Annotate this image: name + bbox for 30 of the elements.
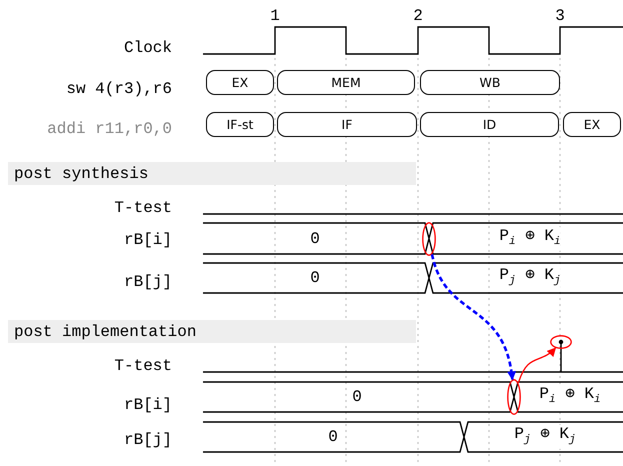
bus-value: P$_{i}$ ⊕ K$_{i}$ xyxy=(539,384,601,410)
signal-name: rB[i] xyxy=(124,396,172,414)
bus-value: P$_{i}$ ⊕ K$_{i}$ xyxy=(499,226,561,252)
highlight-ellipse xyxy=(550,335,572,349)
dashed-arrow xyxy=(430,254,516,380)
highlight-ellipse xyxy=(507,379,521,415)
signal-name: rB[j] xyxy=(124,273,172,291)
stage-box: EX xyxy=(206,70,274,95)
stage-box: IF xyxy=(277,112,417,137)
stage-box: ID xyxy=(420,112,559,137)
signal-name: rB[i] xyxy=(124,231,172,249)
instruction-label: addi r11,r0,0 xyxy=(47,120,172,138)
signal-name: T-test xyxy=(114,357,172,375)
signal-name: T-test xyxy=(114,199,172,217)
arrow xyxy=(518,347,556,384)
signal-name: Clock xyxy=(124,39,172,57)
cycle-number: 3 xyxy=(555,7,565,25)
bus-value: P$_{j}$ ⊕ K$_{j}$ xyxy=(514,424,576,450)
highlight-ellipse xyxy=(422,222,436,256)
bus-value: P$_{j}$ ⊕ K$_{j}$ xyxy=(499,266,561,290)
section-header: post implementation xyxy=(8,320,416,343)
section-header: post synthesis xyxy=(8,162,416,185)
cycle-number: 1 xyxy=(270,7,280,25)
cycle-number: 2 xyxy=(413,7,423,25)
stage-box: MEM xyxy=(277,70,415,95)
instruction-label: sw 4(r3),r6 xyxy=(66,80,172,98)
signal-name: rB[j] xyxy=(124,431,172,449)
stage-box: WB xyxy=(420,70,560,95)
stage-box: IF-st xyxy=(206,112,274,137)
stage-box: EX xyxy=(563,112,621,137)
